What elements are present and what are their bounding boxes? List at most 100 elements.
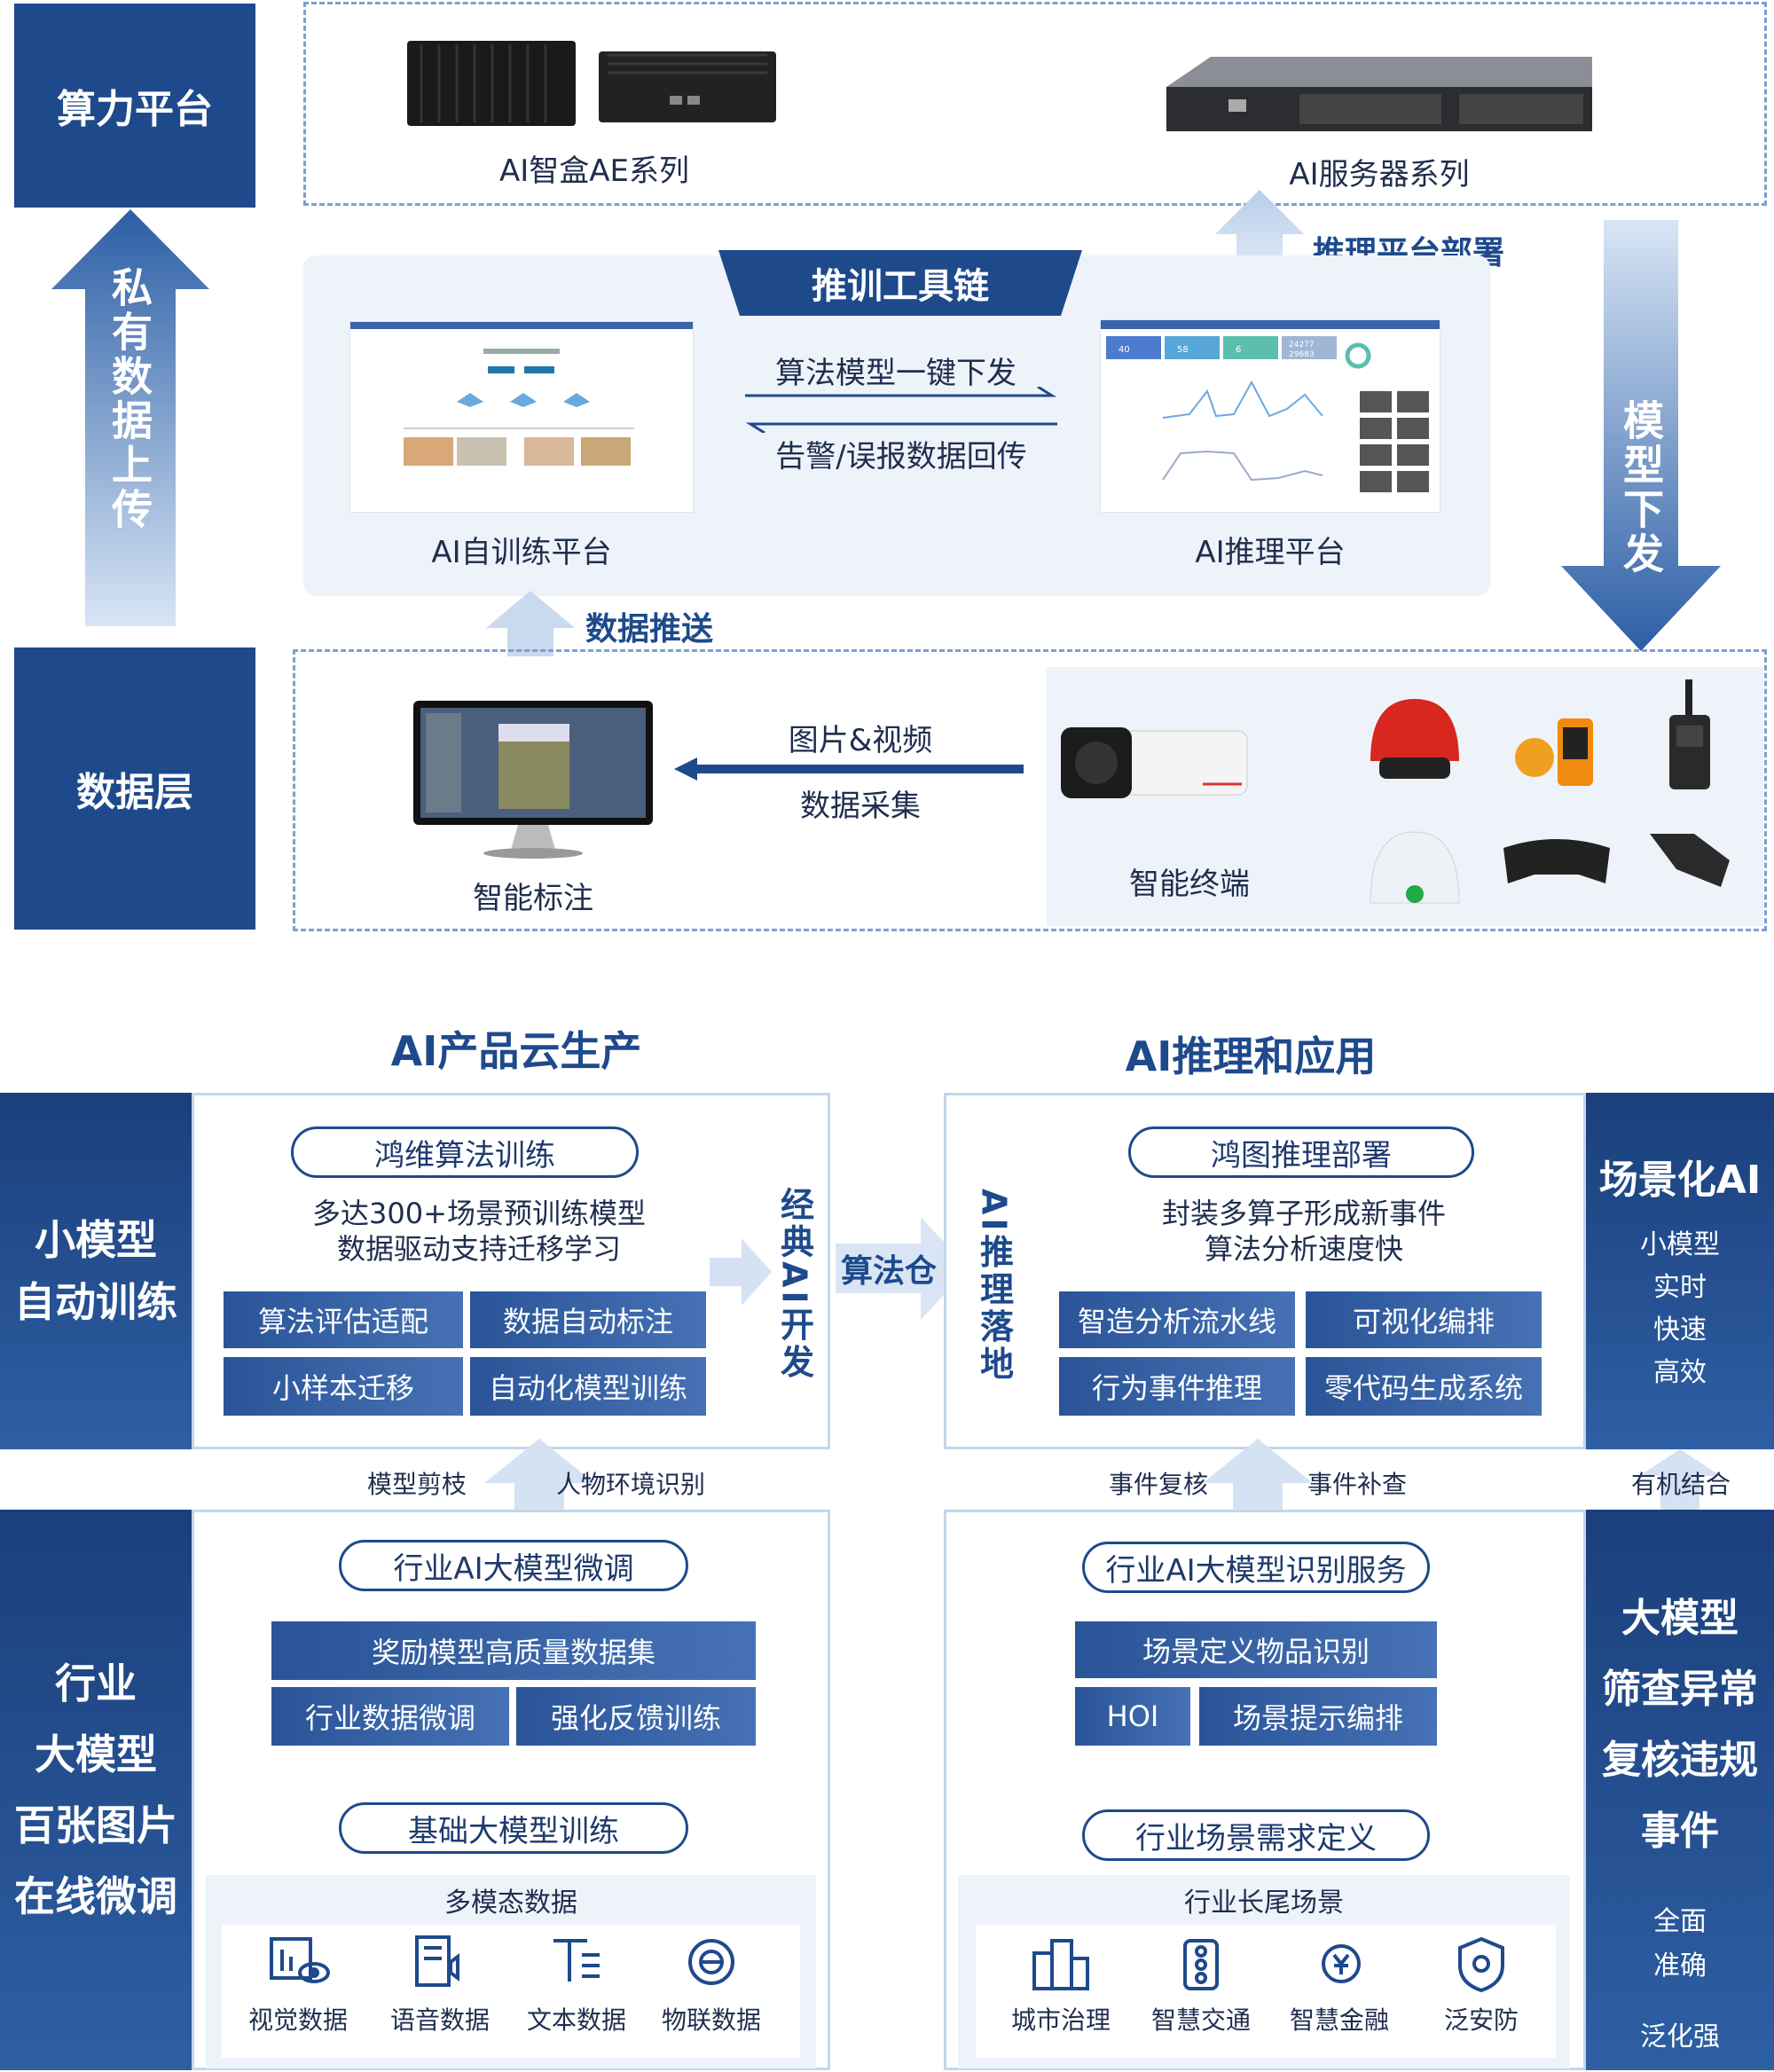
scene-ai-item-2: 实时: [1653, 1272, 1707, 1303]
stat-5: 29683: [1289, 350, 1315, 359]
smart-glasses-image: [1641, 825, 1739, 896]
text-data-label: 文本数据: [526, 2005, 626, 2035]
smart-finance-label: 智慧金融: [1289, 2005, 1389, 2035]
private-upload-arrow: [51, 209, 209, 626]
alarm-back-arrow: [745, 420, 1057, 433]
toolchain-tab: [718, 250, 1082, 316]
data-collect-arrow: [674, 757, 1024, 781]
iot-data-label: 物联数据: [661, 2005, 761, 2035]
compute-layer-label: 算力平台: [14, 4, 255, 208]
data-layer-label: 数据层: [14, 648, 255, 930]
person-env-text: 人物环境识别: [555, 1470, 705, 1499]
chip-visual-orchestrate: 可视化编排: [1306, 1291, 1542, 1348]
smart-label-label: 智能标注: [473, 880, 593, 916]
rec-service-pill: 行业AI大模型识别服务: [1082, 1542, 1430, 1593]
big-model-panel: [1586, 1510, 1774, 2070]
left-heading: AI产品云生产: [390, 1027, 642, 1075]
event-review-text: 事件复核: [1108, 1470, 1208, 1499]
data-push-text: 数据推送: [585, 611, 714, 648]
data-push-arrow: [486, 591, 575, 656]
organic-text: 有机结合: [1630, 1470, 1731, 1499]
big-model-small-2: 准确: [1653, 1950, 1707, 1982]
chip-behavior-infer: 行为事件推理: [1059, 1357, 1295, 1416]
ht-infer-pill: 鸿图推理部署: [1128, 1126, 1474, 1178]
stat-1: 40: [1119, 345, 1130, 355]
stat-2: 58: [1177, 345, 1189, 355]
scene-ai-item-4: 高效: [1653, 1357, 1707, 1388]
radio-image: [1659, 679, 1721, 791]
security-label: 泛安防: [1443, 2005, 1519, 2035]
stat-3: 6: [1236, 345, 1241, 355]
base-train-pill: 基础大模型训练: [339, 1802, 688, 1854]
chip-zero-code: 零代码生成系统: [1306, 1357, 1542, 1416]
smart-finance-icon: [1306, 1935, 1377, 1994]
event-check-text: 事件补查: [1307, 1470, 1407, 1499]
ai-box-image: [404, 34, 785, 131]
private-upload-text: 私有数据上传: [106, 266, 153, 532]
chip-pipeline: 智造分析流水线: [1059, 1291, 1295, 1348]
right-up-arrow: [1203, 1439, 1313, 1515]
model-prune-text: 模型剪枝: [366, 1470, 467, 1499]
right-heading: AI推理和应用: [1125, 1032, 1377, 1080]
hw-desc-1: 多达300+场景预训练模型: [312, 1197, 646, 1230]
multimodal-inner: [222, 1925, 800, 2058]
self-train-screenshot: [349, 321, 694, 513]
chip-auto-label: 数据自动标注: [470, 1291, 706, 1348]
vision-data-icon: [263, 1932, 334, 1994]
img-video-text: 图片&视频: [788, 722, 933, 758]
hw-train-pill: 鸿维算法训练: [291, 1126, 639, 1178]
model-deploy-down-text: 模型下发: [1617, 399, 1665, 577]
scene-req-pill: 行业场景需求定义: [1082, 1809, 1430, 1861]
camera-image: [1061, 710, 1251, 816]
ht-desc-2: 算法分析速度快: [1204, 1232, 1403, 1266]
self-train-label: AI自训练平台: [431, 534, 612, 570]
helmet-red-image: [1362, 690, 1468, 797]
text-data-icon: [541, 1932, 612, 1994]
big-model-line-4: 事件: [1641, 1809, 1719, 1854]
ai-box-label: AI智盒AE系列: [498, 153, 690, 189]
big-model-line-2: 筛查异常: [1602, 1667, 1758, 1712]
vision-data-label: 视觉数据: [247, 2005, 348, 2035]
ar-glasses-image: [1499, 830, 1614, 892]
helmet-white-image: [1362, 823, 1468, 917]
alarm-back-text: 告警/误报数据回传: [775, 438, 1027, 475]
one-click-deploy-text: 算法模型一键下发: [775, 355, 1017, 391]
city-gov-label: 城市治理: [1010, 2005, 1111, 2035]
data-layer-box: [293, 649, 1767, 931]
smart-traffic-label: 智慧交通: [1150, 2005, 1251, 2035]
industry-ft-chip: 行业数据微调: [271, 1687, 509, 1746]
scene-prompt-chip: 场景提示编排: [1199, 1687, 1437, 1746]
ai-server-label: AI服务器系列: [1289, 156, 1470, 192]
scene-ai-title: 场景化AI: [1598, 1158, 1762, 1203]
security-shield-icon: [1446, 1935, 1517, 1994]
toolchain-title: 推训工具链: [812, 266, 989, 307]
chip-algo-eval: 算法评估适配: [224, 1291, 463, 1348]
reward-dataset-chip: 奖励模型高质量数据集: [271, 1621, 756, 1680]
multimodal-title: 多模态数据: [444, 1888, 577, 1919]
large-model-label: 行业 大模型 百张图片 在线微调: [0, 1510, 192, 2070]
smart-traffic-icon: [1166, 1935, 1236, 1994]
data-collect-text: 数据采集: [800, 788, 921, 824]
rl-feedback-chip: 强化反馈训练: [516, 1687, 756, 1746]
gas-detector-image: [1508, 683, 1605, 789]
algo-repo-arrow: [836, 1217, 969, 1320]
model-deploy-down-arrow: [1561, 220, 1721, 651]
ft-title-pill: 行业AI大模型微调: [339, 1540, 688, 1591]
big-model-line-1: 大模型: [1621, 1596, 1739, 1641]
scene-ai-item-1: 小模型: [1640, 1229, 1720, 1260]
large-model-line-3: 百张图片: [14, 1801, 177, 1849]
chip-few-shot: 小样本迁移: [224, 1357, 463, 1416]
stat-4: 24277: [1289, 341, 1315, 349]
compute-devices-box: [303, 2, 1767, 206]
small-model-label: 小模型 自动训练: [0, 1093, 192, 1449]
iot-data-icon: [676, 1932, 747, 1994]
scene-ai-item-3: 快速: [1653, 1315, 1707, 1346]
classic-dev-text: 经典AI开发: [774, 1187, 814, 1382]
labeling-monitor-image: [413, 701, 653, 860]
large-model-line-1: 行业: [55, 1660, 137, 1707]
voice-data-icon: [404, 1932, 475, 1994]
left-up-arrow: [484, 1439, 594, 1515]
voice-data-label: 语音数据: [389, 2005, 490, 2035]
infer-platform-label: AI推理平台: [1195, 534, 1346, 570]
